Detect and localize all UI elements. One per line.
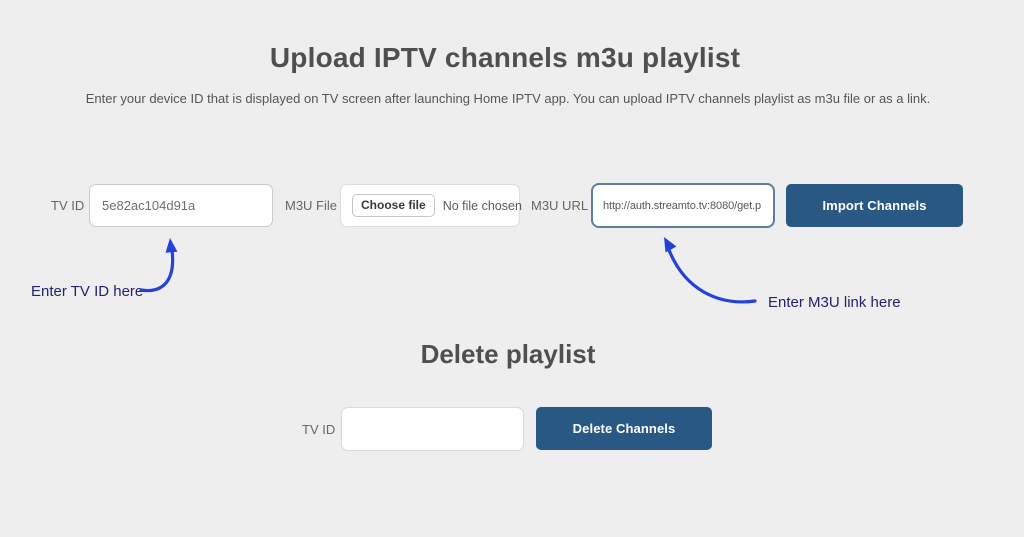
tv-id-input[interactable] (89, 184, 273, 227)
m3u-url-input[interactable] (591, 183, 775, 228)
delete-section-title: Delete playlist (420, 339, 596, 369)
tv-id-annotation: Enter TV ID here (31, 283, 144, 300)
m3u-url-label: M3U URL (531, 198, 589, 213)
import-channels-button[interactable]: Import Channels (786, 184, 963, 227)
file-status-text: No file chosen (442, 198, 522, 213)
m3u-url-arrow-icon (664, 237, 757, 304)
page-subtitle: Enter your device ID that is displayed o… (85, 91, 931, 106)
m3u-file-input[interactable]: Choose file No file chosen (340, 184, 522, 227)
m3u-file-label: M3U File (285, 198, 338, 213)
delete-tv-id-label: TV ID (302, 421, 336, 437)
delete-channels-button[interactable]: Delete Channels (536, 407, 712, 450)
page-title: Upload IPTV channels m3u playlist (269, 42, 741, 73)
delete-tv-id-input[interactable] (341, 407, 524, 451)
m3u-url-annotation: Enter M3U link here (768, 294, 901, 311)
tv-id-label: TV ID (51, 198, 85, 213)
choose-file-button[interactable]: Choose file (352, 194, 435, 217)
tv-id-arrow-icon (139, 238, 178, 293)
